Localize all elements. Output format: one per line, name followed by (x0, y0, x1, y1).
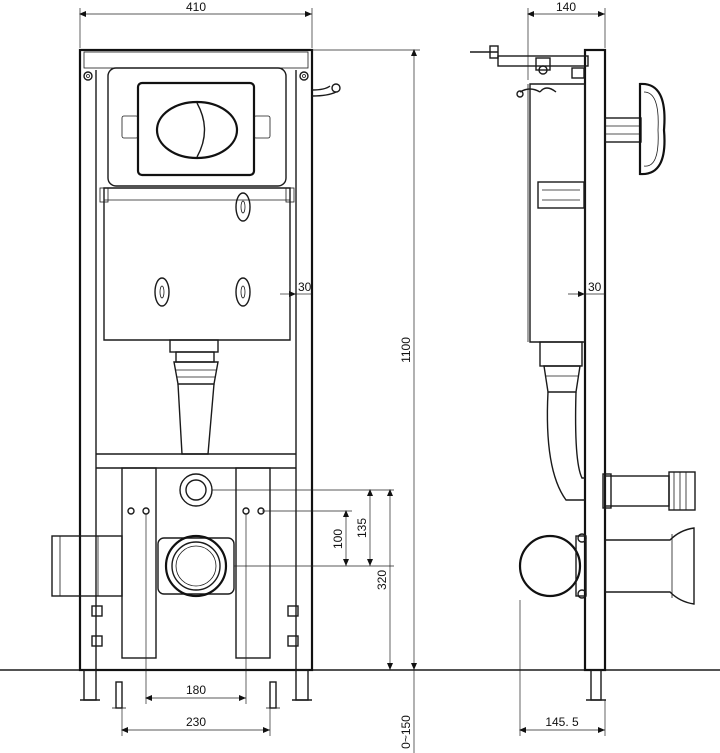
dimension-lines (79, 8, 606, 753)
dim-1100: 1100 (399, 337, 413, 363)
inlet-pipe-circle (179, 473, 213, 507)
dim-140: 140 (556, 0, 576, 14)
flush-plate-outer (107, 67, 287, 187)
dim-30-front: 30 (298, 280, 312, 294)
side-cistern (529, 83, 586, 343)
mounting-plate-left (121, 467, 157, 659)
dim-230: 230 (186, 715, 206, 729)
side-drain-bend (518, 534, 582, 598)
cistern-body (103, 187, 291, 341)
side-frame (583, 48, 607, 672)
dim-145-5: 145. 5 (545, 715, 579, 729)
drain-outlet (164, 534, 228, 598)
dim-320: 320 (375, 570, 389, 590)
leg-left (83, 669, 97, 701)
frame-outline (78, 48, 314, 672)
side-view (470, 45, 696, 701)
flush-pipe (177, 383, 215, 455)
mounting-plate-right (235, 467, 271, 659)
water-inlet-hose (311, 85, 331, 91)
leg-right (295, 669, 309, 701)
side-flush-plate (638, 82, 666, 176)
dim-410: 410 (186, 0, 206, 14)
dim-135: 135 (355, 518, 369, 538)
dim-0-150: 0~150 (399, 715, 413, 749)
side-drain-outlet (604, 527, 695, 605)
dim-30-side: 30 (588, 280, 602, 294)
dim-180: 180 (186, 683, 206, 697)
side-flush-pipe (546, 391, 585, 501)
dim-100: 100 (331, 529, 345, 549)
flush-button (155, 100, 239, 160)
side-drain-pipe (51, 535, 123, 597)
front-view (51, 48, 341, 709)
